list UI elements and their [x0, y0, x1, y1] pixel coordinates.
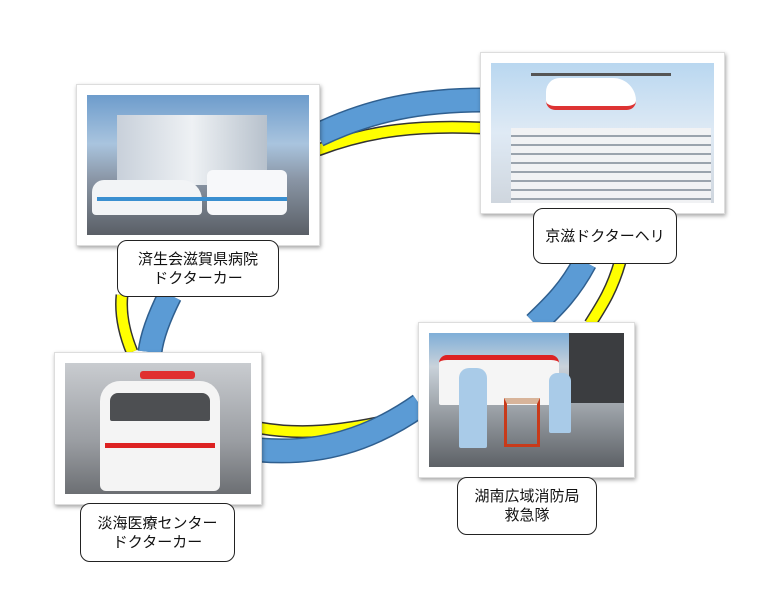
doctor-heli-photo: [491, 63, 714, 203]
photo-frame-konan: [418, 322, 635, 478]
label-line1: 済生会滋賀県病院: [137, 249, 258, 268]
hospital-doctor-car-photo: [87, 95, 309, 235]
photo-frame-heli: [480, 52, 725, 214]
arc-top-blue: [313, 89, 485, 145]
photo-frame-omi: [54, 352, 262, 505]
arc-bottom-blue: [259, 395, 427, 462]
label-heli: 京滋ドクターヘリ: [533, 208, 677, 264]
label-line1: 京滋ドクターヘリ: [545, 226, 665, 245]
arc-right-yellow: [585, 260, 625, 327]
label-omi: 淡海医療センター ドクターカー: [80, 503, 235, 562]
ambulance-team-photo: [429, 333, 624, 467]
label-line2: ドクターカー: [112, 532, 203, 551]
label-konan: 湖南広域消防局 救急隊: [457, 477, 597, 535]
label-saiseikai: 済生会滋賀県病院 ドクターカー: [117, 240, 279, 297]
arc-left-yellow: [116, 294, 137, 354]
arc-right-blue: [527, 256, 595, 332]
photo-frame-saiseikai: [76, 84, 320, 246]
omi-doctor-car-photo: [65, 363, 251, 494]
label-line2: 救急隊: [504, 506, 550, 524]
arc-left-blue: [139, 290, 180, 354]
label-line2: ドクターカー: [153, 268, 243, 287]
arc-top-yellow: [316, 122, 485, 155]
label-line1: 湖南広域消防局: [474, 487, 580, 505]
label-line1: 淡海医療センター: [97, 513, 218, 532]
